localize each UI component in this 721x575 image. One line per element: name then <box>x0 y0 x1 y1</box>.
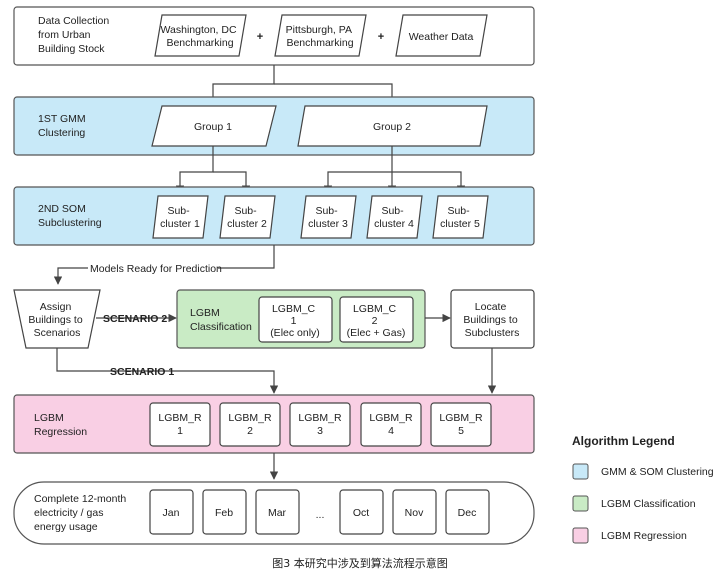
connector <box>175 146 214 194</box>
subcluster-3[interactable]: Sub- cluster 3 <box>300 195 357 239</box>
plus-sign: + <box>257 31 263 43</box>
output-label: Complete 12-month electricity / gas ener… <box>34 493 129 533</box>
scenario-1-label: SCENARIO 1 <box>110 366 174 378</box>
gmm-label: 1ST GMM Clustering <box>38 113 89 139</box>
group-2[interactable] <box>297 105 488 147</box>
subcluster-5[interactable]: Sub- cluster 5 <box>432 195 489 239</box>
svg-text:Dec: Dec <box>458 507 477 519</box>
subcluster-2-label: Sub- cluster 2 <box>227 205 267 230</box>
subcluster-4-label: Sub- cluster 4 <box>374 205 414 230</box>
month-dec[interactable]: Dec <box>445 489 490 535</box>
classification-label: LGBM Classification <box>190 307 252 333</box>
month-ellipsis: ... <box>316 509 325 521</box>
svg-text:LGBM_C 1 (Elec onl: LGBM_C 1 (Elec only) <box>270 303 320 339</box>
legend-item-regression: LGBM Regression <box>572 527 687 544</box>
month-oct[interactable]: Oct <box>339 489 384 535</box>
source-washington-label: Washington, DC Benchmarking <box>161 24 240 49</box>
scenario-2-label: SCENARIO 2 <box>103 313 167 325</box>
source-weather <box>395 14 488 57</box>
data-collection-label: Data Collection from Urban Building Stoc… <box>38 15 112 55</box>
group-1[interactable] <box>151 105 277 147</box>
svg-text:Mar: Mar <box>268 507 287 519</box>
subcluster-4[interactable]: Sub- cluster 4 <box>366 195 423 239</box>
locate-buildings-label: Locate Buildings to Subclusters <box>463 301 520 339</box>
regression-label: LGBM Regression <box>34 412 87 438</box>
plus-sign: + <box>378 31 384 43</box>
lgbm-c-2[interactable]: LGBM_C 2 (Elec + Gas) <box>339 296 414 343</box>
som-label: 2ND SOM Subclustering <box>38 203 102 229</box>
source-pittsburgh-label: Pittsburgh, PA Benchmarking <box>286 24 355 49</box>
svg-text:LGBM_R4: LGBM_R4 <box>369 412 413 437</box>
svg-text:LGBM_R3: LGBM_R3 <box>298 412 342 437</box>
assign-buildings-node[interactable] <box>13 289 101 349</box>
svg-text:LGBM_R2: LGBM_R2 <box>228 412 272 437</box>
connector <box>323 146 393 194</box>
models-ready-label: Models Ready for Prediction <box>90 263 222 275</box>
subcluster-1-label: Sub- cluster 1 <box>160 205 200 230</box>
subcluster-1[interactable]: Sub- cluster 1 <box>152 195 209 239</box>
svg-text:GMM & SOM Clustering: GMM & SOM Clustering <box>601 466 714 478</box>
svg-text:LGBM_C 2 (Elec + G: LGBM_C 2 (Elec + Gas) <box>347 303 406 339</box>
legend-item-classification: LGBM Classification <box>572 495 696 512</box>
month-feb[interactable]: Feb <box>202 489 247 535</box>
svg-text:Feb: Feb <box>215 507 233 519</box>
lgbm-c-1[interactable]: LGBM_C 1 (Elec only) <box>258 296 333 343</box>
svg-text:Nov: Nov <box>405 507 424 519</box>
month-mar[interactable]: Mar <box>255 489 300 535</box>
source-pittsburgh <box>274 14 367 57</box>
svg-text:LGBM Regression: LGBM Regression <box>601 530 687 542</box>
svg-text:Jan: Jan <box>163 507 180 519</box>
svg-text:LGBM Classification: LGBM Classification <box>601 498 696 510</box>
source-weather-label: Weather Data <box>409 31 474 43</box>
subcluster-2[interactable]: Sub- cluster 2 <box>219 195 276 239</box>
group-1-label: Group 1 <box>194 121 232 133</box>
legend-title: Algorithm Legend <box>572 434 675 448</box>
connector <box>392 171 466 194</box>
legend-item-clustering: GMM & SOM Clustering <box>572 463 714 480</box>
svg-text:LGBM_R1: LGBM_R1 <box>158 412 202 437</box>
svg-text:LGBM_R5: LGBM_R5 <box>439 412 483 437</box>
connector <box>208 65 275 105</box>
connector <box>56 348 279 394</box>
month-nov[interactable]: Nov <box>392 489 437 535</box>
connector <box>213 171 251 194</box>
assign-buildings-label: Assign Buildings to Scenarios <box>28 301 85 339</box>
subcluster-3-label: Sub- cluster 3 <box>308 205 348 230</box>
figure-caption: 图3 本研究中涉及到算法流程示意图 <box>272 556 448 570</box>
source-washington <box>154 14 247 57</box>
group-2-label: Group 2 <box>373 121 411 133</box>
svg-text:Oct: Oct <box>353 507 369 519</box>
subcluster-5-label: Sub- cluster 5 <box>440 205 480 230</box>
month-jan[interactable]: Jan <box>149 489 194 535</box>
